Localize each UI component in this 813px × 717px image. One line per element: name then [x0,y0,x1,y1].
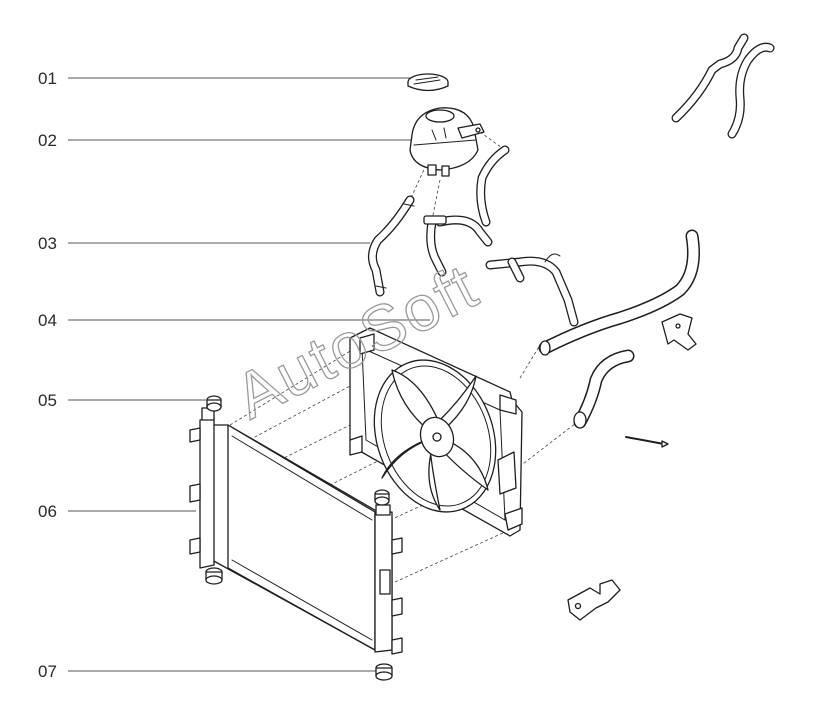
callout-03[interactable]: 03 [38,234,370,253]
radiator-lower-hose[interactable] [573,349,635,429]
callout-04[interactable]: 04 [38,311,430,330]
callout-label-03: 03 [38,234,57,253]
hose-bracket[interactable] [661,313,697,351]
radiator-upper-hose[interactable] [538,229,700,356]
callout-07[interactable]: 07 [38,662,378,681]
cable-tie[interactable] [625,436,669,448]
callout-06[interactable]: 06 [38,502,196,521]
callout-label-07: 07 [38,662,57,681]
callout-label-02: 02 [38,131,57,150]
callouts: 01 02 03 04 05 06 07 [38,69,430,681]
callout-label-05: 05 [38,391,57,410]
callout-label-01: 01 [38,69,57,88]
heater-hoses[interactable] [671,33,775,139]
callout-01[interactable]: 01 [38,69,412,88]
upper-hose-assembly[interactable] [485,253,579,327]
mount-bracket[interactable] [567,579,621,621]
callout-05[interactable]: 05 [38,391,206,410]
reservoir-cap[interactable] [407,73,449,92]
upper-grommet-left[interactable] [206,395,222,412]
lower-grommet-left[interactable] [205,567,223,585]
cooling-fan[interactable] [354,343,517,529]
upper-grommet-right[interactable] [374,489,390,506]
tank-hoses[interactable] [368,145,510,297]
callout-label-06: 06 [38,502,57,521]
lower-grommet-right[interactable] [375,663,393,681]
radiator[interactable] [189,407,403,655]
expansion-tank[interactable] [409,107,485,177]
callout-label-04: 04 [38,311,57,330]
callout-02[interactable]: 02 [38,131,420,150]
